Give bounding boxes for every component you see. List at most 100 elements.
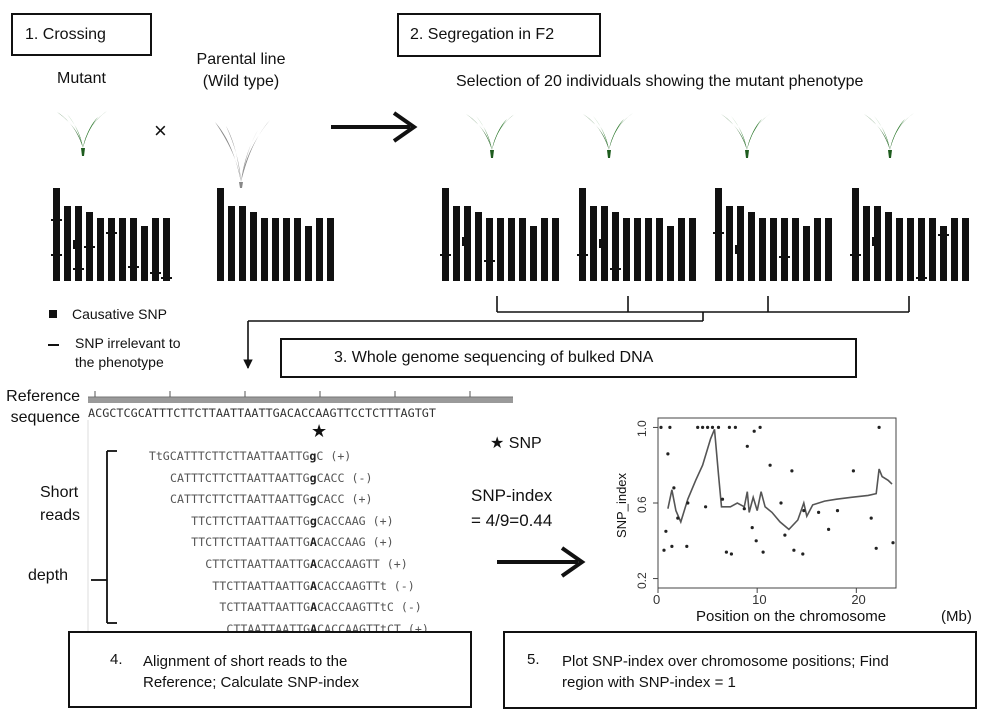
snp-data-point (851, 469, 856, 473)
f2-chromosome-bars-1 (440, 188, 559, 281)
depth-label: depth (28, 567, 69, 584)
legend-irrelevant-line2: the phenotype (75, 354, 164, 370)
snp-data-point (792, 548, 796, 552)
short-read: CATTTCTTCTTAATTAATTGgCACC (+) (170, 492, 372, 506)
snp-data-point (750, 526, 754, 530)
short-read: CATTTCTTCTTAATTAATTGgCACC (-) (170, 471, 372, 485)
reference-label-line1: Reference (6, 388, 80, 405)
snp-index-label: SNP-index (471, 486, 553, 505)
short-reads-line2: reads (40, 507, 81, 524)
snp-index-calc: SNP-index = 4/9=0.44 (471, 483, 552, 533)
read-prefix: TTCTTCTTAATTAATTG (191, 513, 310, 528)
snp-data-point (720, 497, 725, 501)
snp-data-point (704, 505, 708, 509)
snp-data-point (662, 548, 666, 552)
legend-irrelevant-line1: SNP irrelevant to (75, 335, 181, 351)
snp-data-point (745, 444, 749, 448)
snp-data-point (724, 550, 729, 554)
step3-label: 3. Whole genome sequencing of bulked DNA (334, 349, 654, 366)
step5-box: 5. Plot SNP-index over chromosome positi… (503, 631, 977, 709)
chart-frame (657, 417, 897, 589)
read-snp-base: A (310, 621, 318, 636)
y-tick-label: 1.0 (635, 420, 649, 438)
snp-index-value: = 4/9=0.44 (471, 511, 553, 530)
chart-ylabel: SNP_index (614, 472, 629, 538)
read-prefix: TTCTTCTTAATTAATTG (191, 535, 310, 550)
snp-data-point (668, 425, 672, 429)
snp-data-point (801, 552, 805, 556)
read-prefix: CATTTCTTCTTAATTAATTG (170, 470, 310, 485)
snp-data-point (716, 425, 721, 429)
legend-causative-label: Causative SNP (72, 306, 167, 322)
snp-data-point (701, 425, 705, 429)
read-snp-base: g (309, 449, 317, 463)
f2-plant-icon-2 (583, 113, 633, 158)
snp-data-point (672, 486, 676, 490)
snp-data-point (685, 544, 689, 549)
read-snp-base: g (309, 492, 317, 507)
mutant-plant-icon (57, 111, 107, 156)
chart-points (659, 425, 895, 556)
snp-index-chart (653, 417, 897, 593)
snp-data-point (783, 533, 787, 537)
step5-text: Plot SNP-index over chromosome positions… (562, 651, 889, 693)
step1-label: 1. Crossing (25, 26, 106, 43)
step5-line2: region with SNP-index = 1 (562, 674, 736, 691)
wild-type-text: (Wild type) (202, 73, 280, 90)
read-suffix: CACC (-) (316, 470, 373, 485)
step4-line2: Reference; Calculate SNP-index (143, 674, 359, 691)
reference-ruler (88, 391, 513, 403)
step4-box: 4. Alignment of short reads to the Refer… (68, 631, 472, 708)
step4-number: 4. (110, 651, 123, 668)
read-suffix: CACCAAG (+) (316, 513, 394, 528)
step4-line1: Alignment of short reads to the (143, 653, 348, 670)
snp-data-point (659, 425, 663, 429)
snp-data-point (733, 425, 738, 429)
reference-sequence: ACGCTCGCATTTCTTCTTAATTAATTGACACCAAGTTCCT… (88, 406, 437, 420)
chart-line-layer (667, 428, 893, 531)
short-read: CTTCTTAATTAATTGACACCAAGTT (+) (205, 557, 407, 571)
wildtype-chromosome-bars (217, 188, 334, 281)
mutant-chromosome-bars (51, 188, 172, 281)
read-snp-base: g (309, 513, 317, 528)
snp-data-point (742, 507, 746, 511)
y-tick-label: 0.2 (635, 571, 649, 589)
snp-data-point (727, 425, 732, 429)
parental-line-text: Parental line (196, 51, 286, 68)
y-tick-label: 0.6 (635, 496, 649, 513)
snp-data-point (835, 509, 840, 513)
snp-data-point (666, 452, 670, 456)
step4-text: Alignment of short reads to the Referenc… (143, 651, 359, 693)
snp-data-point (676, 516, 680, 520)
read-snp-base: g (309, 470, 317, 485)
snp-data-point (869, 516, 873, 520)
x-tick-label: 10 (752, 592, 767, 607)
snp-data-point (891, 541, 895, 545)
short-read: TtGCATTTCTTCTTAATTAATTGgC (+) (149, 449, 351, 463)
snp-index-trend-line (667, 428, 893, 531)
snp-data-point (827, 527, 831, 532)
f2-chromosome-bars-2 (577, 188, 696, 281)
short-read: TTCTTCTTAATTAATTGACACCAAG (+) (191, 535, 393, 549)
read-suffix: CACCAAGTTt (-) (317, 578, 415, 593)
read-prefix: TCTTAATTAATTG (219, 600, 311, 615)
short-reads-line1: Short (40, 484, 79, 501)
snp-data-point (758, 425, 762, 429)
chart-xlabel: Position on the chromosome (696, 608, 887, 625)
read-suffix: CACCAAGTTtC (-) (317, 600, 422, 615)
read-snp-base: A (310, 578, 318, 593)
big-arrow-2 (497, 546, 586, 578)
snp-data-point (729, 552, 734, 556)
snp-data-point (761, 550, 765, 554)
wildtype-plant-icon (215, 120, 270, 188)
f2-chromosome-bars-4 (850, 188, 969, 281)
read-suffix: CACCAAG (+) (316, 535, 394, 550)
short-read: TTCTTAATTAATTGACACCAAGTTt (-) (212, 579, 414, 593)
cross-symbol: × (154, 118, 167, 143)
snp-data-point (754, 539, 758, 543)
read-suffix: CACCAAGTT (+) (316, 557, 408, 571)
step5-line1: Plot SNP-index over chromosome positions… (562, 653, 889, 670)
irrelevant-snp-symbol (48, 344, 59, 346)
parental-line-label: Parental line (Wild type) (186, 49, 296, 93)
